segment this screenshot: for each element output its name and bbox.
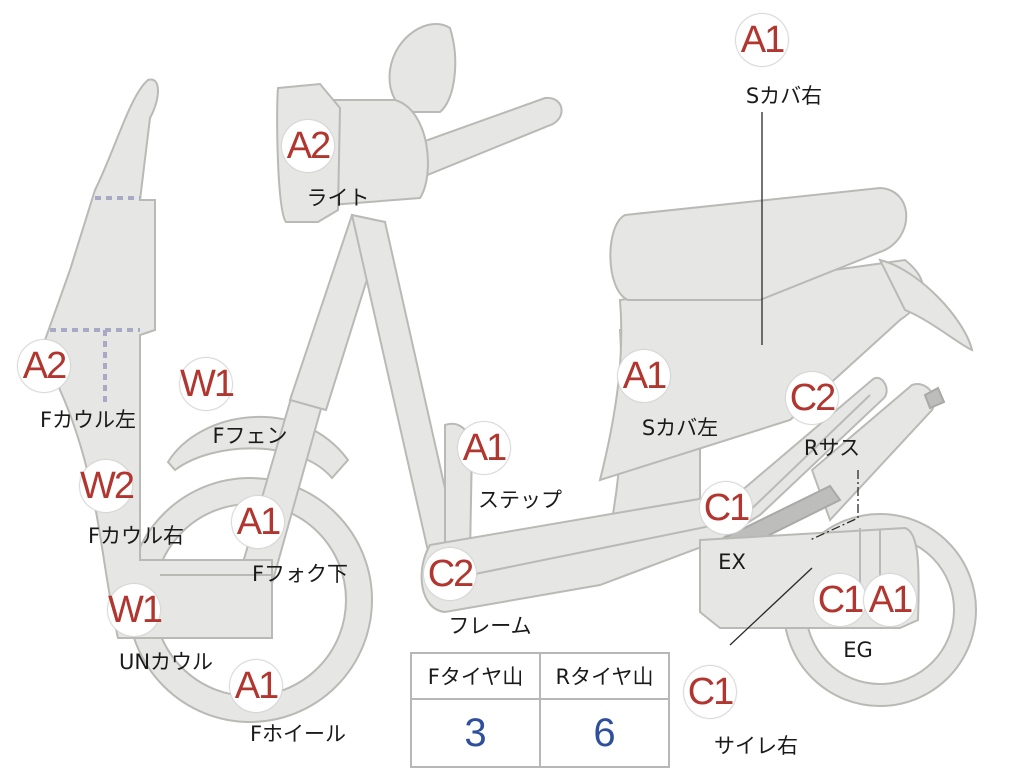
rear-tire-header: Rタイヤ山	[539, 652, 670, 700]
label-eg: EG	[843, 638, 873, 662]
leader-muffler-right	[729, 567, 813, 646]
front-tire-value: 3	[410, 698, 541, 768]
mirror	[388, 23, 457, 113]
badge-ffender: W1	[180, 358, 235, 410]
label-sc-right: Sカバ右	[745, 84, 823, 108]
shock-end	[923, 386, 946, 410]
tire-tread-table: Fタイヤ山 Rタイヤ山 3 6	[410, 652, 670, 768]
label-ffork: Fフォク下	[251, 562, 349, 586]
label-ffender: Fフェン	[212, 424, 288, 448]
tail	[878, 258, 974, 352]
badge-ffork: A1	[232, 496, 284, 548]
label-frame: フレーム	[448, 614, 532, 638]
badge-step: A1	[458, 422, 510, 474]
label-rsus: Rサス	[803, 436, 861, 460]
badge-fwheel: A1	[230, 660, 282, 712]
badge-frame: C2	[424, 548, 476, 600]
front-tire-header: Fタイヤ山	[410, 652, 541, 700]
badge-sc-right: A1	[736, 14, 788, 66]
badge-muffler-right: C1	[684, 666, 736, 718]
seat	[609, 186, 908, 301]
label-fcowl-right: Fカウル右	[87, 524, 185, 548]
label-fcowl-left: Fカウル左	[39, 408, 137, 432]
badge-eg-c1: C1	[814, 574, 866, 626]
badge-rsus: C2	[786, 372, 838, 424]
badge-light: A2	[282, 120, 334, 172]
label-step: ステップ	[478, 488, 562, 512]
tread-header-row: Fタイヤ山 Rタイヤ山	[410, 652, 670, 700]
label-ex: EX	[718, 550, 746, 574]
badge-eg-a1: A1	[864, 574, 916, 626]
badge-fcowl-right: W2	[80, 460, 135, 512]
side-cover	[598, 258, 925, 482]
cowl-seam-lower	[50, 328, 140, 405]
handlebar	[398, 96, 563, 180]
frame-tube	[350, 213, 462, 562]
label-light: ライト	[306, 186, 370, 210]
badge-sc-left: A1	[618, 350, 670, 402]
label-uncowl: UNカウル	[118, 650, 214, 674]
leader-rsus	[809, 470, 859, 541]
tread-value-row: 3 6	[410, 698, 670, 768]
badge-fcowl-left: A2	[18, 340, 70, 392]
label-sc-left: Sカバ左	[641, 416, 719, 440]
label-fwheel: Fホイール	[249, 722, 347, 746]
rear-tire-value: 6	[539, 698, 670, 768]
label-muffler-right: サイレ右	[714, 734, 798, 758]
badge-uncowl: W1	[108, 584, 163, 636]
badge-ex: C1	[700, 482, 752, 534]
